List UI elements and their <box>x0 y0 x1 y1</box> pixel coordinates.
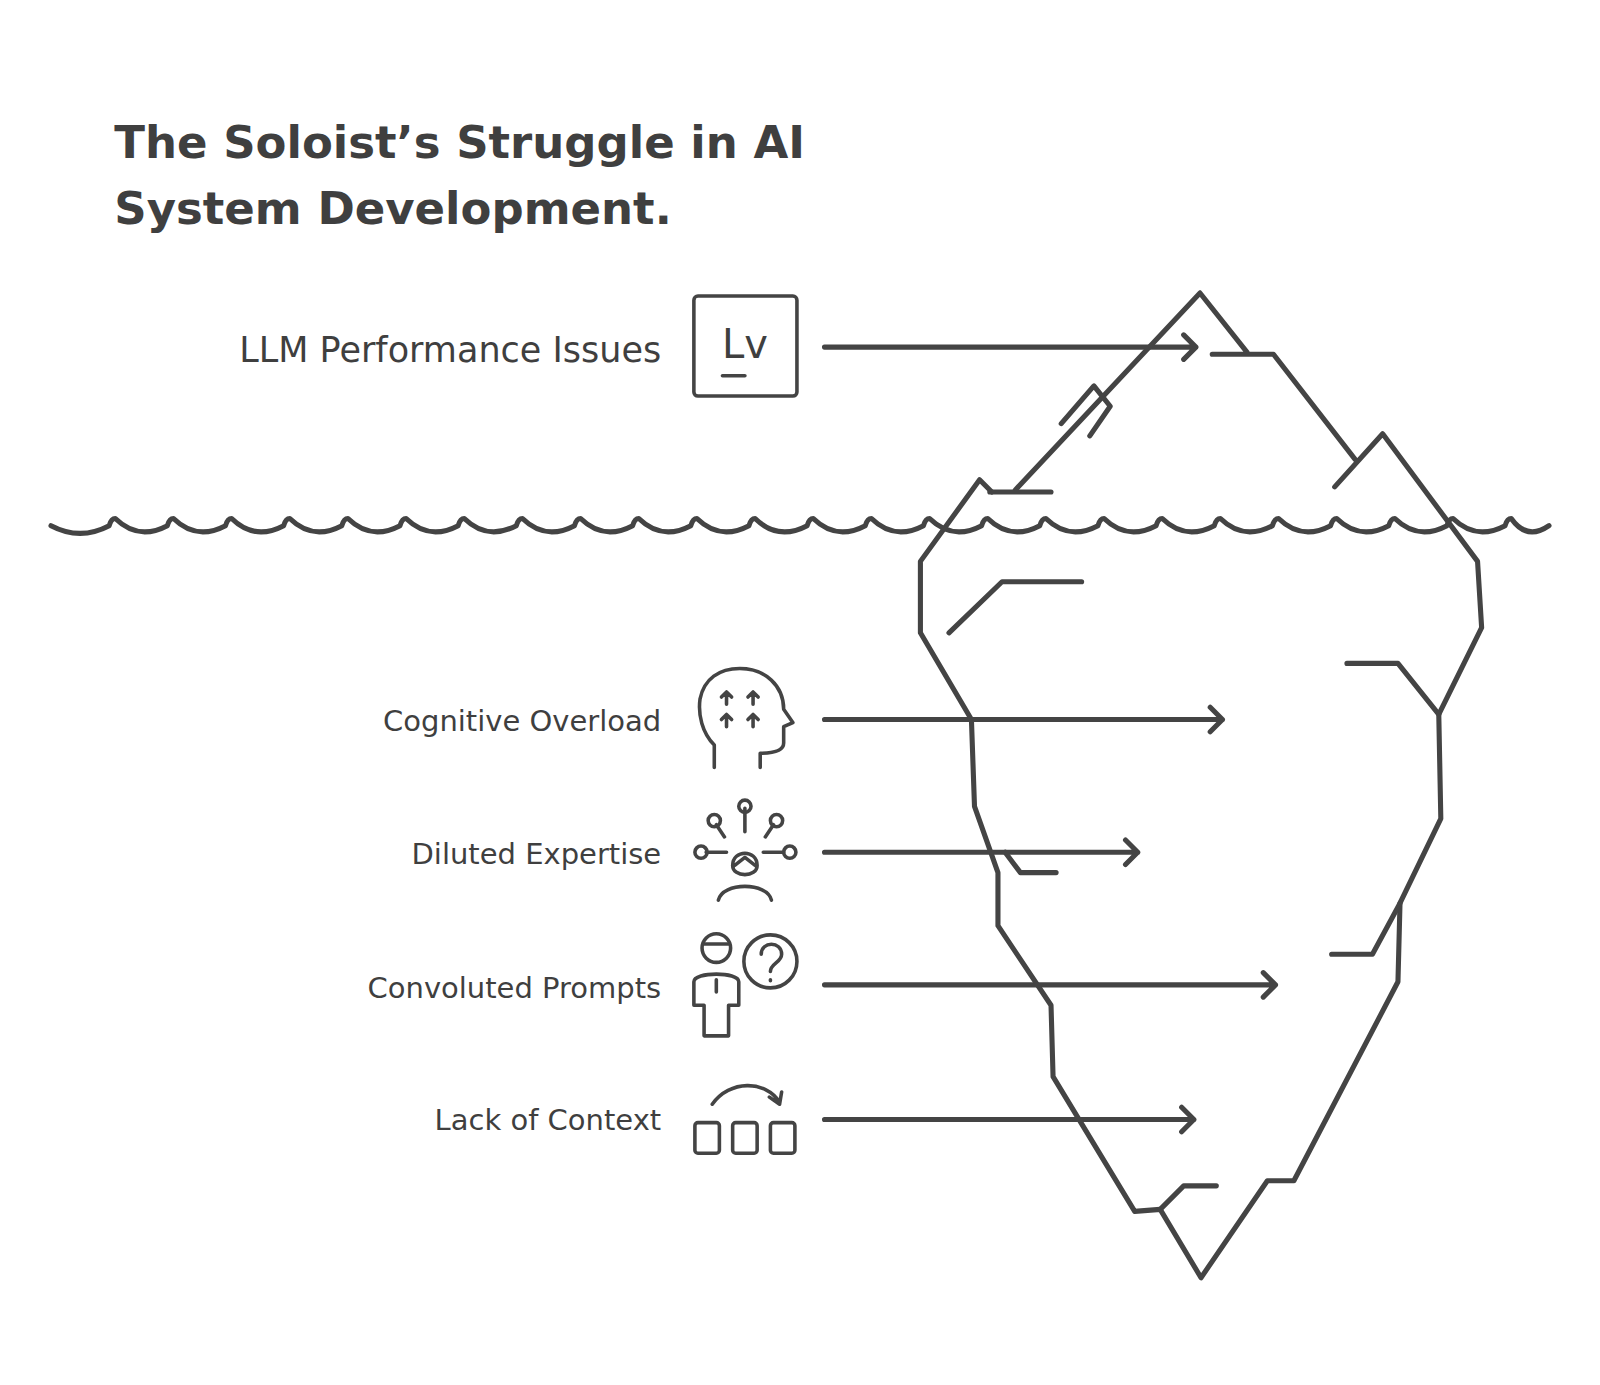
expert-icon <box>706 808 784 900</box>
person-head <box>702 934 731 963</box>
icon-text: Lv <box>722 321 768 367</box>
iceberg-outline <box>920 293 1481 1278</box>
water-waves <box>51 519 1549 534</box>
leader-arrow <box>824 973 1275 997</box>
context-block <box>695 1123 719 1154</box>
category-label: Lack of Context <box>435 1103 662 1137</box>
diagram-title: The Soloist’s Struggle in AI System Deve… <box>114 110 874 242</box>
leader-arrow <box>824 707 1222 731</box>
iceberg-cracks <box>949 386 1439 1209</box>
context-block <box>770 1123 794 1154</box>
context-curve-arrow <box>712 1086 781 1105</box>
leader-arrow <box>824 1107 1193 1131</box>
category-label: Cognitive Overload <box>383 704 661 738</box>
category-label: Diluted Expertise <box>412 837 662 871</box>
llm-icon-box <box>694 296 797 396</box>
llm-icon-underline <box>722 374 744 378</box>
head-arrows <box>721 692 758 727</box>
context-block <box>733 1123 757 1154</box>
question-mark <box>761 944 781 980</box>
person-body <box>694 944 739 1036</box>
head-icon <box>699 669 792 768</box>
leader-arrow <box>824 335 1195 359</box>
category-label: LLM Performance Issues <box>239 330 661 370</box>
category-label: Convoluted Prompts <box>368 971 662 1005</box>
leader-arrow <box>824 840 1137 864</box>
question-bubble <box>744 935 797 988</box>
